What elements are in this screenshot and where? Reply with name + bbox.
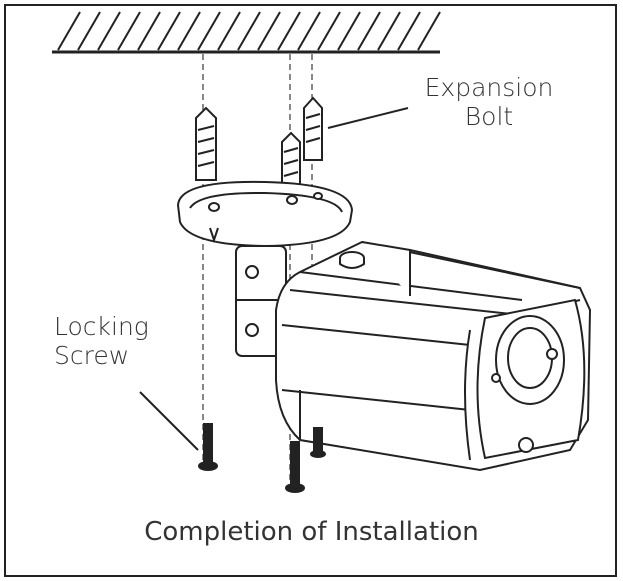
caption: Completion of Installation [144,517,479,547]
mounting-base [176,180,354,248]
locking-screw-left [198,423,218,471]
expansion-bolt-label: Expansion Bolt [414,73,564,131]
expansion-bolt-leader [327,107,409,129]
locking-screw-right [310,427,326,458]
locking-screw-label-line2: Screw [54,341,130,370]
expansion-bolt-right [303,96,323,161]
locking-screw-middle [285,441,305,493]
locking-screw-leader [139,391,199,451]
locking-screw-label-line1: Locking [54,312,149,341]
expansion-bolt-label-line1: Expansion [424,73,554,102]
ceiling [52,11,441,54]
expansion-bolt-left [195,106,217,181]
locking-screw-label: Locking Screw [54,312,149,370]
expansion-bolt-label-line2: Bolt [464,102,514,131]
camera-body [275,240,592,472]
